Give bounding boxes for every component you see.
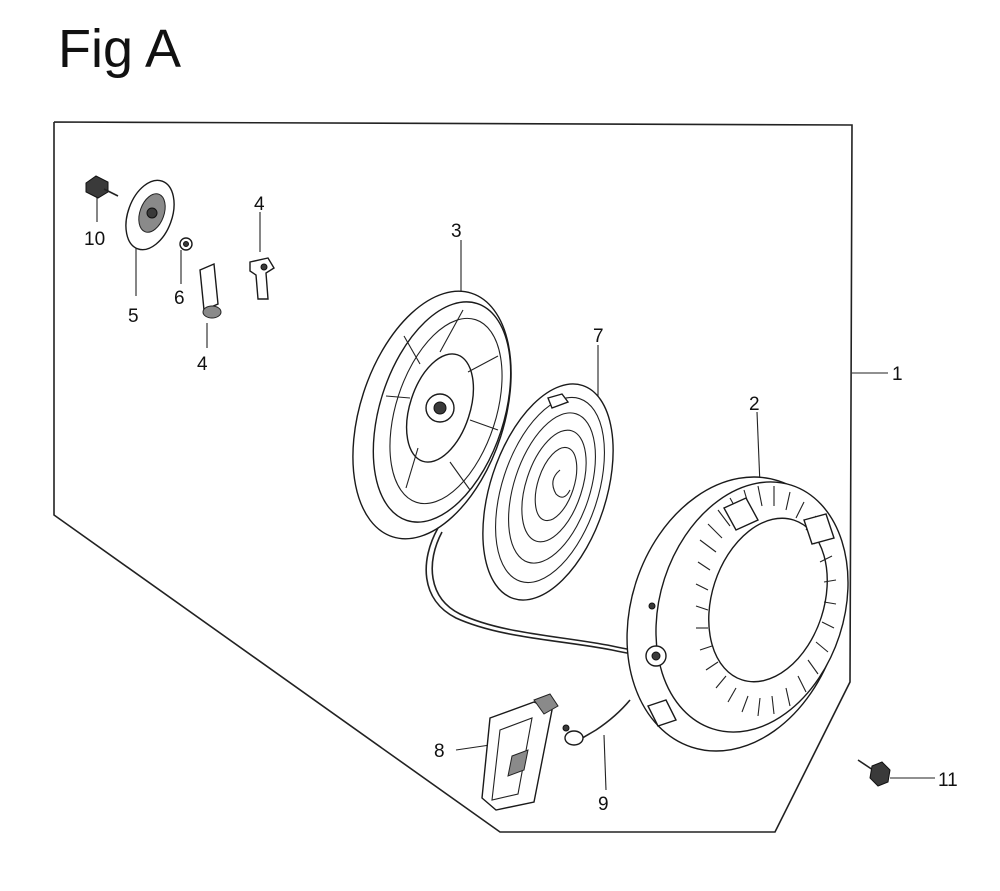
part-10-bolt (85, 175, 119, 199)
callout-4-upper: 4 (254, 194, 265, 215)
part-3-reel (352, 290, 512, 540)
part-5-ratchet (125, 179, 175, 251)
callout-7: 7 (593, 326, 604, 347)
figure-title: Fig A (58, 19, 182, 79)
callout-11: 11 (938, 770, 958, 791)
part-4-pawl-upper (249, 257, 275, 300)
callout-6: 6 (174, 288, 185, 309)
part-8-starter-grip (481, 693, 559, 811)
callout-labels: 1 2 3 4 4 5 6 7 8 9 10 11 (84, 194, 958, 815)
callout-10: 10 (84, 229, 105, 250)
part-4-pawl-lower (199, 262, 222, 319)
part-9-rope-guide (562, 699, 631, 746)
assembly-boundary (53, 121, 853, 833)
callout-4-lower: 4 (197, 354, 208, 375)
callout-2: 2 (749, 394, 760, 415)
callout-5: 5 (128, 306, 139, 327)
part-2-starter-case (626, 476, 849, 752)
callout-9: 9 (598, 794, 609, 815)
callout-1: 1 (892, 364, 903, 385)
part-6-washer (179, 237, 193, 251)
part-11-bolt (857, 759, 891, 787)
callout-8: 8 (434, 741, 445, 762)
callout-3: 3 (451, 221, 462, 242)
part-7-recoil-spring (482, 383, 614, 601)
